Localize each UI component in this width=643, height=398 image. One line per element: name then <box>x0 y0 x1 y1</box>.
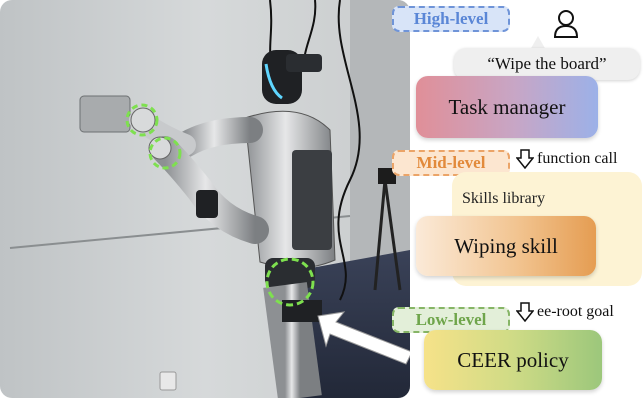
robot-scene <box>0 0 410 398</box>
down-arrow-icon <box>516 302 534 322</box>
low-level-label: Low-level <box>392 307 510 333</box>
pointer-arrow-icon <box>317 311 410 365</box>
contact-marker <box>148 136 182 170</box>
robot-photo <box>0 0 410 398</box>
high-level-label: High-level <box>392 6 510 32</box>
mid-level-label: Mid-level <box>392 150 510 176</box>
function-call-annotation: function call <box>516 149 617 169</box>
contact-marker <box>125 103 159 137</box>
command-speech-bubble: “Wipe the board” <box>454 48 640 80</box>
task-manager-box: Task manager <box>416 76 598 138</box>
ee-root-goal-annotation: ee-root goal <box>516 302 614 322</box>
down-arrow-icon <box>516 149 534 169</box>
speech-tail <box>530 36 546 50</box>
contact-marker <box>265 257 315 307</box>
ee-root-goal-label: ee-root goal <box>537 303 614 320</box>
function-call-label: function call <box>537 150 618 167</box>
ceer-policy-box: CEER policy <box>424 330 602 390</box>
wiping-skill-box: Wiping skill <box>416 216 596 276</box>
user-icon <box>553 9 579 39</box>
skills-library-label: Skills library <box>462 190 546 207</box>
